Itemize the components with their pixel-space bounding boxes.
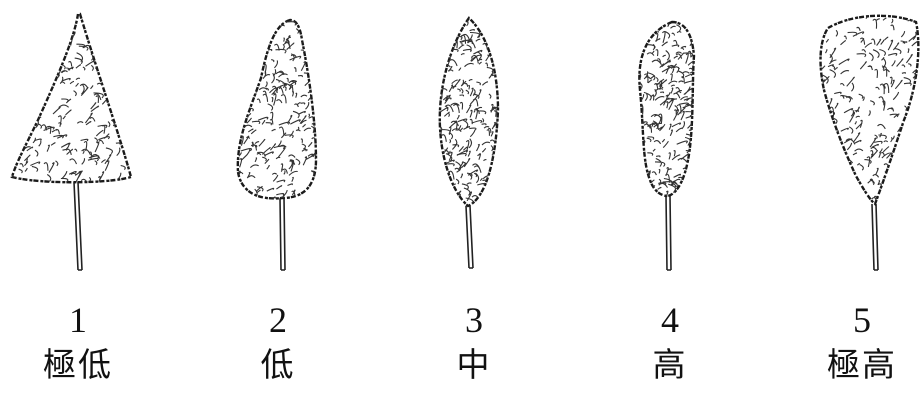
item-number: 2: [188, 300, 368, 340]
stem: [74, 182, 82, 270]
item-number: 4: [580, 300, 760, 340]
item-label: 極低: [0, 344, 168, 386]
item-4: 4 高: [580, 0, 760, 396]
stem: [280, 198, 285, 270]
item-1: 1 極低: [0, 0, 168, 396]
stem: [872, 204, 878, 270]
item-label: 低: [188, 344, 368, 386]
club-crown-tree-icon: [580, 0, 760, 290]
item-2: 2 低: [188, 0, 368, 396]
crown-outline: [238, 20, 316, 198]
triangle-crown-tree-icon: [0, 0, 168, 290]
spindle-crown-tree-icon: [384, 0, 564, 290]
inverted-cone-crown-tree-icon: [772, 0, 920, 290]
item-number: 5: [772, 300, 920, 340]
item-3: 3 中: [384, 0, 564, 396]
stem: [666, 196, 671, 270]
item-number: 3: [384, 300, 564, 340]
item-5: 5 極高: [772, 0, 920, 396]
crown-outline: [639, 22, 694, 196]
item-number: 1: [0, 300, 168, 340]
crown-outline: [12, 14, 131, 182]
item-label: 中: [384, 344, 564, 386]
teardrop-crown-tree-icon: [188, 0, 368, 290]
item-label: 高: [580, 344, 760, 386]
item-label: 極高: [772, 344, 920, 386]
stem: [466, 206, 473, 268]
